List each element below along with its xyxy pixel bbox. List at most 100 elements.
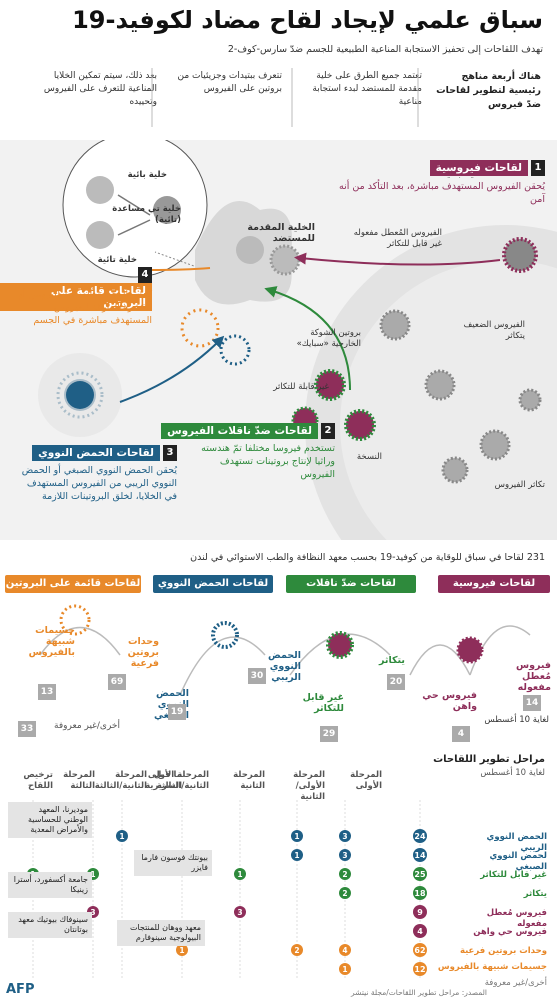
step-1-number: 1 (531, 159, 545, 176)
table-row: 4 (413, 924, 427, 938)
step-3-desc: يُحقن الحمض النووي الصبغي أو الحمض النوو… (21, 465, 177, 502)
step-4-desc: تُحقن الوحدات الفرعية للبروتين أو القشرة… (18, 289, 152, 326)
phase-count: 2 (342, 870, 347, 879)
phase-dot (234, 906, 246, 918)
step-2-desc: تستخدم فيروسا مختلفا تمّ هندسته وراثيا ل… (201, 443, 335, 480)
category-vector: لقاحات ضدّ ناقلات الفيروس (286, 575, 416, 607)
vaccines-count-intro: 231 لقاحا في سباق للوقاية من كوفيد-19 بح… (190, 552, 545, 563)
step-4-number: 4 (138, 266, 152, 283)
count-nonreplicating: 29 (320, 726, 338, 742)
phase-count: 1 (237, 870, 242, 879)
asof-label: لغاية 10 أغسطس (484, 715, 549, 725)
step-3-header: 3لقاحات الحمض النووي (32, 442, 177, 461)
intro-col-3: بعد ذلك، سيتم تمكين الخلايا المناعية للت… (43, 71, 157, 107)
header-approved: ترخيص اللقاح (23, 770, 53, 791)
preclinical-count: 4 (417, 927, 423, 936)
preclinical-count: 9 (417, 908, 423, 917)
phase-dot (339, 830, 351, 842)
phase-dot (339, 963, 351, 975)
row-label-subunit: وحدات بروتين فرعية (459, 946, 547, 956)
phase-count: 1 (119, 832, 124, 841)
preclinical-count: 14 (414, 851, 426, 860)
phase-count: 1 (90, 870, 95, 879)
row-label-vlp: جسيمات شبيهة بالفيروس (437, 962, 547, 972)
step-1-header: 1لقاحات فيروسية (429, 157, 545, 176)
phase-count: 1 (294, 832, 299, 841)
row-label-inactivated: فيروس مُعطل مفعوله (486, 908, 547, 929)
table-row: 24 3 1 1 (116, 829, 427, 843)
step-4-tag: لقاحات قائمة على البروتين (0, 283, 152, 311)
header-p12: المرحلة الأولى/الثانية (293, 770, 325, 802)
item-live: فيروس حي واهن (422, 690, 477, 712)
label-replicating: تكاثر الفيروس (494, 480, 545, 490)
phase-count: 3 (342, 832, 347, 841)
footer-source: المصدر: مراحل تطوير اللقاحات/مجلة نيتشر (351, 988, 487, 997)
intro-heading: هناك أربعة مناهج رئيسية لتطوير لقاحات ضد… (436, 71, 541, 110)
table-asof: لغاية 10 أغسطس (480, 768, 545, 778)
step-1-tag: لقاحات فيروسية (429, 159, 528, 176)
phase-dot (176, 944, 188, 956)
step-3-tag: لقاحات الحمض النووي (32, 444, 160, 461)
phase-count: 4 (342, 946, 347, 955)
item-other: أخرى/غير معروفة (54, 721, 120, 731)
item-rna: الحمض النووي الريبي (268, 650, 301, 683)
header-p123: المرحلة الأولى الثانية/الثالثة (147, 770, 209, 791)
label-copy: النسخة (356, 452, 382, 462)
preclinical-count: 12 (414, 965, 425, 974)
intro-col-2: تتعرف ببتيدات وجزيئيات من بروتين على الف… (177, 71, 283, 94)
subtitle: تهدف اللقاحات إلى تحفيز الاستجابة المناع… (227, 44, 543, 55)
row-label-rna: الحمض النووي الريبي (486, 832, 547, 853)
item-subunit: وحدات بروتين فرعية (127, 636, 159, 669)
header-p3: المرحلة الثالثة (63, 770, 95, 791)
step-2-header: 2لقاحات ضدّ ناقلات الفيروس (161, 420, 335, 439)
count-live: 4 (452, 726, 470, 742)
preclinical-dot (413, 905, 427, 919)
item-vlp: جسيمات شبيهة بالفيروس (28, 625, 75, 658)
header-p2: المرحلة الثانية (233, 770, 265, 791)
row-label-other: أخرى/غير معروفة (484, 978, 547, 988)
header-pre: ما قبل السريرية (145, 770, 182, 791)
row-label-live: فيروس حي واهن (473, 927, 547, 937)
step-2-tag: لقاحات ضدّ ناقلات الفيروس (161, 422, 318, 439)
phase-dot (339, 887, 351, 899)
label-bcell-2: خلية بائية (127, 170, 167, 180)
phase-dot (291, 849, 303, 861)
phase-count: 3 (237, 908, 242, 917)
label-helper-tcell: خلية تي مساعدة (تائية) (112, 204, 181, 225)
count-dna: 19 (168, 704, 186, 720)
header-p23: المرحلة الثانية/الثالثة (94, 770, 147, 791)
preclinical-dot (413, 943, 427, 957)
phase-count: 3 (90, 908, 95, 917)
phase-count: 1 (342, 965, 347, 974)
phase-count: 2 (294, 946, 299, 955)
label-spike: بروتين الشوكة الخارجية «سبايك» (296, 328, 361, 349)
note-wuhan: معهد ووهان للمنتجات البيولوجية سينوفارم (117, 920, 205, 946)
phase-dot (291, 944, 303, 956)
note-sinovac: سينوفاك بيوتيك معهد بوتانتان (8, 912, 92, 938)
count-vlp: 13 (38, 684, 56, 700)
preclinical-dot (413, 867, 427, 881)
step-2-number: 2 (321, 422, 335, 439)
mechanism-diagram (0, 140, 557, 540)
row-label-dna: لحمض النووي الصبغي (489, 851, 547, 872)
count-subunit: 69 (108, 674, 126, 690)
label-tcell: خلية تائية (97, 255, 137, 265)
phase-count: 3 (342, 851, 347, 860)
table-row: 9 3 3 (87, 905, 427, 919)
preclinical-count: 24 (414, 832, 426, 841)
step-1-desc: يُحقن الفيروس المستهدف مباشرة، بعد التأك… (339, 181, 545, 205)
category-protein: لقاحات قائمة على البروتين (5, 575, 141, 593)
intro-col-1: تعتمد جميع الطرق على خلية مقدمة للمستضد … (312, 71, 422, 107)
item-replicating: يتكاثر (378, 655, 405, 666)
note-biontech: بيونتك فوسون فارما فايزر (134, 850, 212, 876)
page-title: سباق علمي لإيجاد لقاح مضاد لكوفيد-19 (72, 6, 543, 34)
preclinical-dot (413, 886, 427, 900)
phase-count: 1 (179, 946, 184, 955)
header-p1: المرحلة الأولى (350, 770, 382, 791)
intro-dividers (151, 68, 419, 127)
afp-logo: AFP (6, 982, 35, 997)
phase-dot (116, 830, 128, 842)
category-branches (39, 604, 531, 696)
